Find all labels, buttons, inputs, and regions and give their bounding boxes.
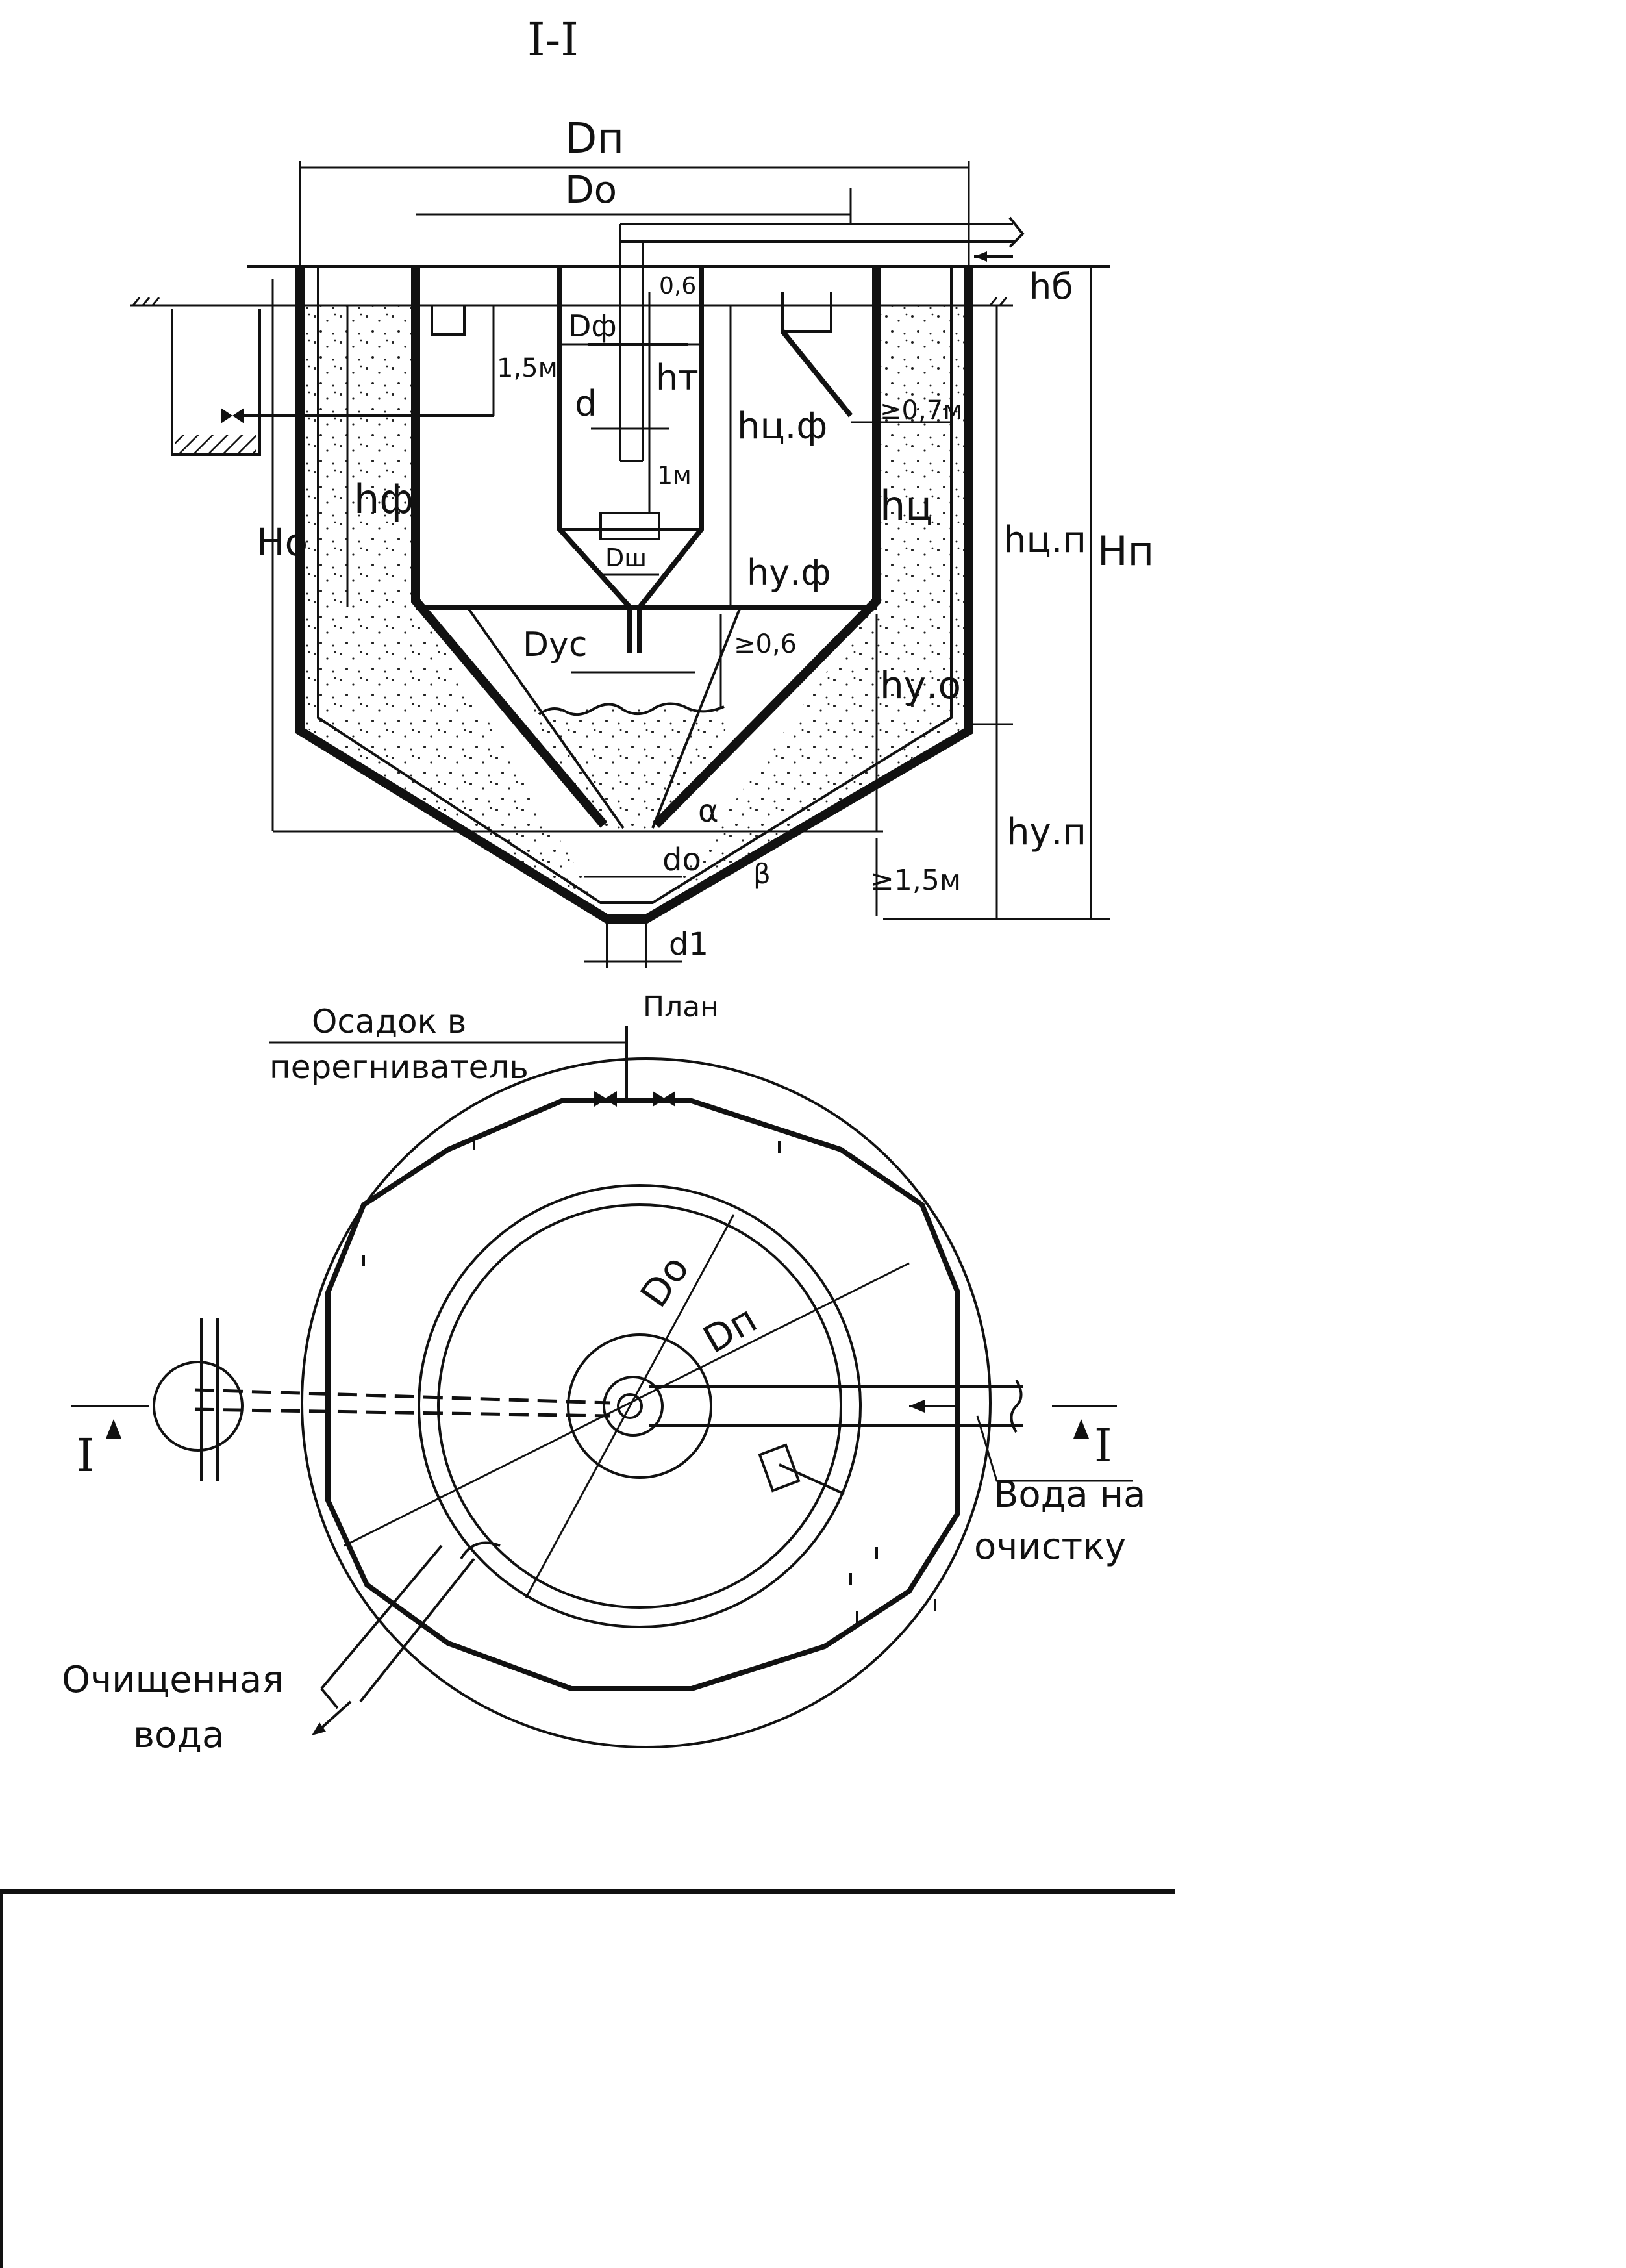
plan-clean-valve-icon (460, 1541, 501, 1560)
section-mark-left: I (77, 1429, 95, 1482)
label-df: Dф (568, 309, 617, 344)
filter-inner-cone (466, 606, 742, 829)
label-huf: hу.ф (747, 552, 831, 593)
section-mark-right: I (1094, 1419, 1112, 1472)
plan-outer-circle (301, 1057, 992, 1748)
filter-wall-left (411, 266, 608, 828)
inlet-pipe-end (1008, 216, 1025, 248)
label-dus: Dус (523, 625, 587, 664)
label-do: Do (565, 168, 617, 212)
label-15m-bottom: ≥1,5м (870, 864, 961, 897)
ground-hatch-left (132, 297, 160, 306)
water-in-label-1: Вода на (994, 1474, 1145, 1516)
outer-sand-fill (305, 305, 964, 913)
sludge-label-1: Осадок в (312, 1003, 466, 1040)
sludge-surface (538, 702, 725, 716)
plan-do-line (525, 1214, 735, 1598)
plan-ring-pipe (617, 1393, 643, 1419)
label-d: d (575, 383, 597, 424)
section-view: I-I (130, 13, 1154, 968)
plan-sludge-dashed-2 (194, 1407, 611, 1418)
sludge-label-2: перегниватель (269, 1048, 529, 1086)
plan-title: План (643, 990, 719, 1024)
label-07m: ≥0,7м (880, 396, 962, 425)
label-hf: hф (354, 475, 414, 523)
label-hup: hу.п (1007, 811, 1086, 853)
plan-sludge-dashed (194, 1388, 611, 1405)
plan-side-well-pipe (200, 1318, 219, 1481)
section-arrow-left-icon (106, 1419, 121, 1439)
plan-clean-arrow-head (312, 1722, 326, 1735)
label-dp: Dп (565, 115, 624, 163)
label-15m: 1,5м (497, 353, 558, 383)
label-huo: hу.о (880, 663, 961, 707)
label-dsh: Dш (605, 544, 647, 572)
label-1m: 1м (657, 461, 692, 490)
plan-view: План Осадок в перегниватель Do Dп (62, 990, 1145, 1756)
label-do-bottom: dо (662, 842, 701, 878)
label-hcf: hц.ф (737, 405, 827, 447)
tray-outlet-pipe (780, 329, 853, 418)
plan-clean-arrow (317, 1700, 352, 1732)
plan-inlet-pipe-end (1010, 1379, 1023, 1433)
label-alpha: α (698, 793, 719, 829)
label-06-mid: ≥0,6 (734, 629, 797, 659)
plan-side-well (153, 1361, 244, 1452)
plan-dp-line (344, 1262, 910, 1547)
inlet-pipe (619, 223, 1016, 462)
clean-water-label-1: Очищенная (62, 1659, 284, 1701)
plan-tray-outlet (758, 1443, 845, 1495)
inlet-flow-arrow-head (974, 251, 987, 262)
plan-ring-core (603, 1376, 664, 1437)
plan-ticks (362, 1138, 936, 1624)
plan-ring-center (567, 1333, 712, 1479)
label-hcp: hц.п (1003, 519, 1086, 561)
distributor-head (599, 512, 660, 540)
section-title: I-I (527, 13, 579, 66)
outer-tank-wall (295, 266, 973, 924)
plan-label-do: Do (632, 1247, 698, 1315)
cone-sand-fill (523, 708, 740, 831)
plan-inlet-pipe (649, 1385, 1023, 1427)
plan-collector-polygon (325, 1098, 960, 1691)
label-hb: hб (1029, 266, 1073, 307)
sludge-valve-icon (221, 408, 244, 423)
side-well (171, 309, 261, 456)
label-06-top: 0,6 (659, 273, 696, 299)
section-arrow-right-icon (1073, 1419, 1089, 1439)
water-in-label-2: очистку (974, 1526, 1126, 1568)
label-ht: hт (656, 357, 699, 398)
clean-water-label-2: вода (133, 1714, 224, 1756)
plan-clean-pipe (320, 1544, 475, 1709)
plan-label-dp: Dп (695, 1297, 764, 1362)
label-hp: Hп (1097, 527, 1154, 575)
tray-right (781, 292, 832, 333)
label-beta: β (753, 858, 771, 890)
label-d1: d1 (669, 926, 708, 963)
water-in-leader (976, 1415, 1133, 1482)
plan-ring-dp (418, 1184, 862, 1628)
side-well-hatch (175, 435, 256, 453)
tray-left (431, 305, 466, 336)
plan-ring-do (437, 1203, 842, 1609)
outer-tank-inner-wall (317, 266, 953, 904)
label-hc: hц (880, 482, 933, 529)
central-column (557, 266, 704, 653)
ground-hatch-right (989, 297, 1008, 306)
label-ho: Ho (256, 520, 308, 564)
plan-inlet-arrow-head (909, 1400, 925, 1413)
